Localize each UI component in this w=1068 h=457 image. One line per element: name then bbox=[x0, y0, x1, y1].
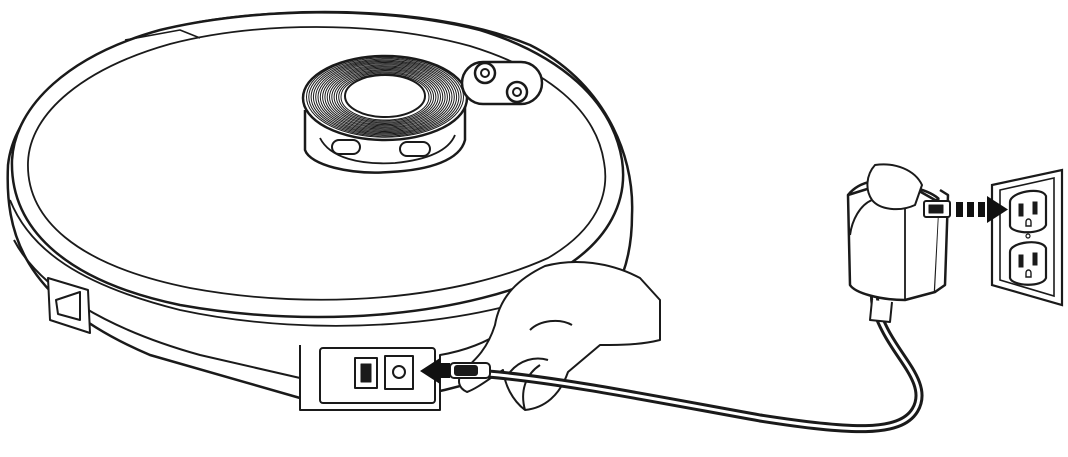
dc-port-hole bbox=[392, 365, 406, 379]
lidar-ring bbox=[315, 60, 455, 134]
lidar-ring bbox=[338, 72, 432, 122]
hand-icon bbox=[849, 163, 923, 236]
dc-plug-icon bbox=[449, 362, 491, 379]
wall-outlet-icon bbox=[990, 168, 1064, 307]
lidar-ring bbox=[319, 63, 451, 131]
lidar-ring bbox=[310, 58, 460, 136]
robot-vacuum-icon bbox=[6, 10, 634, 411]
lidar-ring bbox=[335, 71, 435, 123]
control-buttons-icon bbox=[460, 60, 544, 106]
lidar-ring bbox=[308, 57, 462, 137]
lidar-ring bbox=[324, 65, 446, 129]
dashed-arrow-icon bbox=[956, 196, 1008, 223]
bumper-top-seam bbox=[124, 29, 201, 41]
lidar-ring bbox=[322, 64, 448, 130]
robot-top-ring bbox=[27, 26, 607, 301]
lidar-ring bbox=[333, 70, 437, 124]
bumper-seam bbox=[9, 199, 571, 327]
side-sensor-glyph bbox=[55, 291, 81, 321]
lidar-ring bbox=[317, 62, 453, 132]
robot-top-shell bbox=[10, 11, 625, 319]
lidar-ring bbox=[329, 67, 441, 127]
lidar-ring bbox=[312, 59, 458, 135]
lidar-ring bbox=[326, 66, 444, 128]
lidar-ring bbox=[306, 56, 464, 138]
lidar-turret-icon bbox=[301, 54, 469, 174]
power-cord bbox=[483, 273, 924, 434]
solid-arrow-icon bbox=[420, 358, 450, 384]
lidar-ring bbox=[331, 68, 439, 126]
power-switch-rocker bbox=[360, 363, 372, 383]
